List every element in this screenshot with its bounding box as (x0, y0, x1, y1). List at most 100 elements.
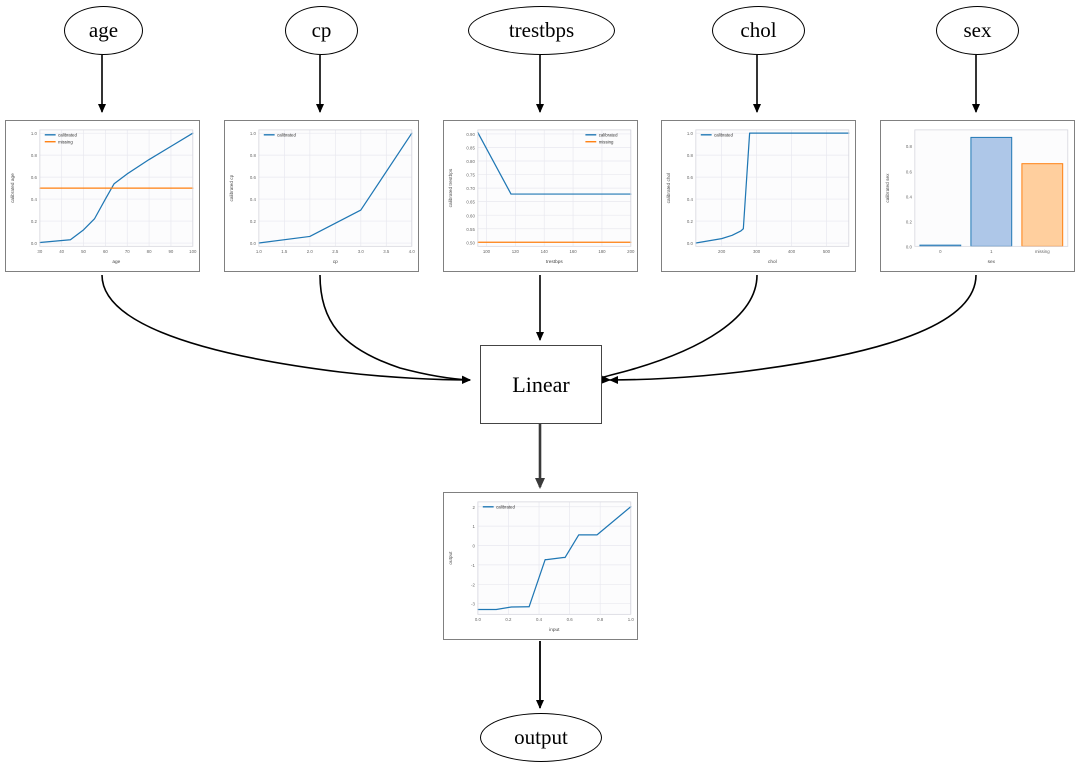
svg-text:0.0: 0.0 (906, 244, 913, 249)
node-output[interactable]: output (480, 713, 602, 762)
svg-text:0.55: 0.55 (466, 227, 475, 232)
svg-text:0.2: 0.2 (687, 219, 694, 224)
svg-text:0.4: 0.4 (31, 197, 38, 202)
svg-text:2.5: 2.5 (332, 249, 339, 254)
svg-text:input: input (549, 627, 560, 633)
svg-text:calibrated: calibrated (58, 133, 77, 138)
svg-text:500: 500 (823, 249, 831, 254)
svg-text:sex: sex (988, 260, 996, 265)
svg-text:calibrated trestbps: calibrated trestbps (448, 168, 454, 207)
svg-text:1: 1 (472, 524, 475, 529)
svg-text:40: 40 (59, 249, 64, 254)
svg-text:400: 400 (788, 249, 796, 254)
node-sex-label: sex (963, 18, 992, 42)
svg-text:300: 300 (753, 249, 761, 254)
svg-text:2.0: 2.0 (307, 249, 314, 254)
svg-text:1.0: 1.0 (687, 131, 694, 136)
svg-text:calibrated chol: calibrated chol (666, 173, 672, 203)
svg-text:120: 120 (512, 249, 520, 254)
svg-text:missing: missing (1035, 249, 1050, 254)
svg-text:0.8: 0.8 (687, 153, 694, 158)
svg-text:0.6: 0.6 (31, 175, 38, 180)
svg-text:0.6: 0.6 (567, 617, 574, 622)
chart-sex: 0.0 0.2 0.4 0.6 0.8 0 1 missing sex calibrated se… (881, 121, 1074, 271)
svg-text:3.5: 3.5 (383, 249, 390, 254)
svg-text:0.4: 0.4 (536, 617, 543, 622)
node-cp-label: cp (311, 18, 332, 42)
svg-text:0.80: 0.80 (466, 159, 475, 164)
svg-text:0.8: 0.8 (250, 153, 257, 158)
svg-text:1.0: 1.0 (31, 131, 38, 136)
svg-text:2: 2 (472, 505, 475, 510)
chart-card-sex[interactable]: 0.0 0.2 0.4 0.6 0.8 0 1 missing sex calibrated se… (880, 120, 1075, 272)
node-age-label: age (88, 18, 119, 42)
svg-text:1.0: 1.0 (628, 617, 635, 622)
svg-text:trestbps: trestbps (546, 259, 563, 265)
svg-text:0.8: 0.8 (906, 144, 913, 149)
svg-text:0.0: 0.0 (475, 617, 482, 622)
svg-text:0.8: 0.8 (597, 617, 604, 622)
svg-text:1: 1 (990, 249, 993, 254)
svg-text:1.0: 1.0 (256, 249, 263, 254)
svg-text:0.50: 0.50 (466, 240, 475, 245)
svg-text:0.0: 0.0 (687, 241, 694, 246)
svg-text:calibrated: calibrated (277, 133, 296, 138)
svg-text:calibrated age: calibrated age (10, 173, 16, 203)
svg-text:80: 80 (147, 249, 152, 254)
svg-text:calibrated: calibrated (599, 133, 618, 138)
svg-text:0: 0 (472, 544, 475, 549)
node-chol[interactable]: chol (712, 6, 805, 55)
svg-text:0.2: 0.2 (250, 219, 257, 224)
svg-text:0.2: 0.2 (31, 219, 38, 224)
svg-text:missing: missing (599, 140, 614, 145)
svg-text:-1: -1 (471, 563, 475, 568)
svg-text:age: age (112, 260, 120, 265)
node-sex[interactable]: sex (936, 6, 1019, 55)
svg-text:0.4: 0.4 (687, 197, 694, 202)
svg-text:100: 100 (189, 249, 197, 254)
svg-text:chol: chol (768, 259, 777, 265)
svg-text:0.6: 0.6 (250, 175, 257, 180)
svg-text:0.60: 0.60 (466, 213, 475, 218)
svg-text:4.0: 4.0 (409, 249, 416, 254)
node-trestbps-label: trestbps (508, 18, 575, 42)
edge-node-to-chart (98, 55, 980, 113)
svg-text:0.4: 0.4 (250, 197, 257, 202)
svg-text:0.8: 0.8 (31, 153, 38, 158)
svg-text:-2: -2 (471, 582, 475, 587)
svg-text:0.65: 0.65 (466, 200, 475, 205)
svg-text:0.90: 0.90 (466, 132, 475, 137)
svg-text:200: 200 (718, 249, 726, 254)
svg-text:0.70: 0.70 (466, 186, 475, 191)
svg-text:0: 0 (939, 249, 942, 254)
node-age[interactable]: age (64, 6, 143, 55)
svg-text:0.0: 0.0 (31, 241, 38, 246)
svg-text:-3: -3 (471, 602, 475, 607)
node-cp[interactable]: cp (285, 6, 358, 55)
svg-text:0.4: 0.4 (906, 194, 913, 199)
node-trestbps[interactable]: trestbps (468, 6, 615, 55)
svg-text:90: 90 (169, 249, 174, 254)
svg-text:cp: cp (333, 260, 338, 265)
svg-text:1.5: 1.5 (281, 249, 288, 254)
node-output-label: output (514, 725, 568, 749)
svg-text:1.0: 1.0 (250, 131, 257, 136)
svg-text:calibrated sex: calibrated sex (885, 173, 891, 203)
svg-text:70: 70 (125, 249, 130, 254)
svg-text:160: 160 (569, 249, 577, 254)
svg-text:0.75: 0.75 (466, 173, 475, 178)
svg-text:0.6: 0.6 (906, 169, 913, 174)
svg-text:0.2: 0.2 (906, 219, 913, 224)
svg-text:140: 140 (541, 249, 549, 254)
node-linear[interactable]: Linear (480, 345, 602, 424)
node-linear-label: Linear (512, 371, 570, 397)
